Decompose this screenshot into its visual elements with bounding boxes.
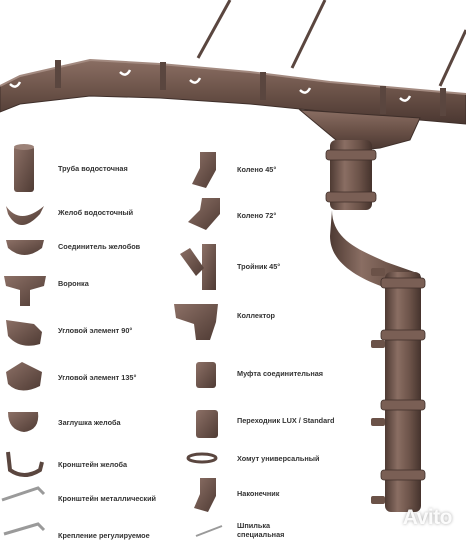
label-corner-90: Угловой элемент 90° <box>58 326 133 335</box>
special-pin-icon <box>195 525 223 537</box>
metal-bracket-icon <box>1 486 46 502</box>
label-elbow-72: Колено 72° <box>237 211 277 220</box>
gutter-connector-icon <box>6 240 44 255</box>
gutter-icon <box>6 206 44 225</box>
gutter-bracket-icon <box>6 451 44 477</box>
label-special-pin: Шпилька специальная <box>237 521 285 539</box>
label-pipe-clamp: Хомут универсальный <box>237 454 320 463</box>
adapter-icon <box>196 410 218 438</box>
label-corner-135: Угловой элемент 135° <box>58 373 137 382</box>
label-adapter: Переходник LUX / Standard <box>237 416 335 425</box>
outlet-tip-icon <box>194 478 216 512</box>
label-collector: Коллектор <box>237 311 276 320</box>
label-coupling: Муфта соединительная <box>237 369 324 378</box>
label-gutter-cap: Заглушка желоба <box>58 418 121 427</box>
label-outlet-tip: Наконечник <box>237 489 280 498</box>
gutter-cap-icon <box>8 412 39 432</box>
elbow-45-icon <box>192 152 216 188</box>
pipe-clamp-icon <box>186 452 218 464</box>
label-elbow-45: Колено 45° <box>237 165 277 174</box>
label-adjustable-mount: Крепление регулируемое <box>58 531 150 540</box>
label-metal-bracket: Кронштейн металлический <box>58 494 157 503</box>
funnel-icon <box>4 276 46 306</box>
corner-135-icon <box>6 362 42 391</box>
downpipe-assembly <box>325 140 426 512</box>
label-gutter: Желоб водосточный <box>58 208 134 217</box>
elbow-72-icon <box>188 198 220 230</box>
label-tee-45: Тройник 45° <box>237 262 281 271</box>
label-gutter-connector: Соединитель желобов <box>58 242 141 251</box>
roof-straps <box>196 0 466 87</box>
coupling-icon <box>196 362 216 388</box>
gutter-run <box>0 58 466 125</box>
label-gutter-bracket: Кронштейн желоба <box>58 460 128 469</box>
tee-45-icon <box>180 244 216 290</box>
collector-icon <box>174 304 218 340</box>
avito-watermark: Avito <box>402 506 453 529</box>
label-downpipe: Труба водосточная <box>58 164 128 173</box>
corner-90-icon <box>6 320 42 346</box>
label-funnel: Воронка <box>58 279 89 288</box>
downpipe-icon <box>14 144 34 192</box>
adjustable-mount-icon <box>3 522 46 536</box>
